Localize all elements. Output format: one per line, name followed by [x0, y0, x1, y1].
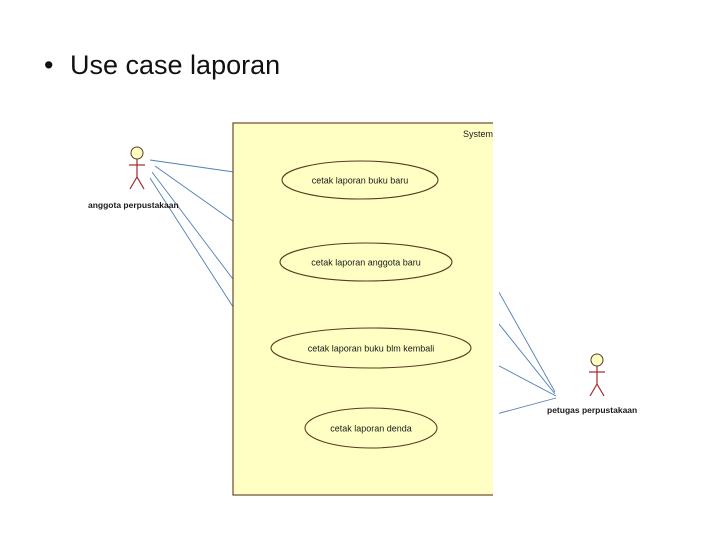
system-boundary-right-edge	[493, 122, 499, 496]
bullet-icon: •	[44, 50, 54, 80]
actor-head	[130, 146, 144, 160]
actor-right-leg	[596, 383, 605, 397]
use-case-label: cetak laporan buku baru	[312, 176, 409, 186]
use-case-uc1: cetak laporan buku baru	[281, 160, 439, 200]
actor-left-leg	[129, 176, 138, 190]
title-text: Use case laporan	[70, 50, 281, 80]
use-case-uc4: cetak laporan denda	[304, 407, 438, 449]
actor-petugas: petugas perpustakaan	[547, 353, 637, 415]
actor-name: petugas perpustakaan	[547, 405, 637, 415]
actor-figure-icon	[129, 146, 145, 190]
actor-right-leg	[136, 176, 145, 190]
actors: anggota perpustakaan petugas perpustakaan	[88, 146, 637, 415]
use-case-label: cetak laporan denda	[330, 424, 412, 434]
use-case-label: cetak laporan buku blm kembali	[308, 344, 435, 354]
use-case-ellipse	[304, 407, 438, 449]
system-label: System	[463, 129, 493, 139]
use-case-ellipse	[281, 160, 439, 200]
actor-name: anggota perpustakaan	[88, 200, 179, 210]
use-cases: cetak laporan buku baru cetak laporan ang…	[270, 160, 472, 449]
use-case-uc2: cetak laporan anggota baru	[279, 242, 453, 282]
actor-left-leg	[589, 383, 598, 397]
use-case-label: cetak laporan anggota baru	[311, 258, 421, 268]
actor-anggota: anggota perpustakaan	[88, 146, 179, 210]
use-case-uc3: cetak laporan buku blm kembali	[270, 327, 472, 369]
actor-head	[590, 353, 604, 367]
actor-figure-icon	[589, 353, 605, 397]
use-case-ellipse	[270, 327, 472, 369]
use-case-ellipse	[279, 242, 453, 282]
slide-title: • Use case laporan	[44, 50, 280, 81]
